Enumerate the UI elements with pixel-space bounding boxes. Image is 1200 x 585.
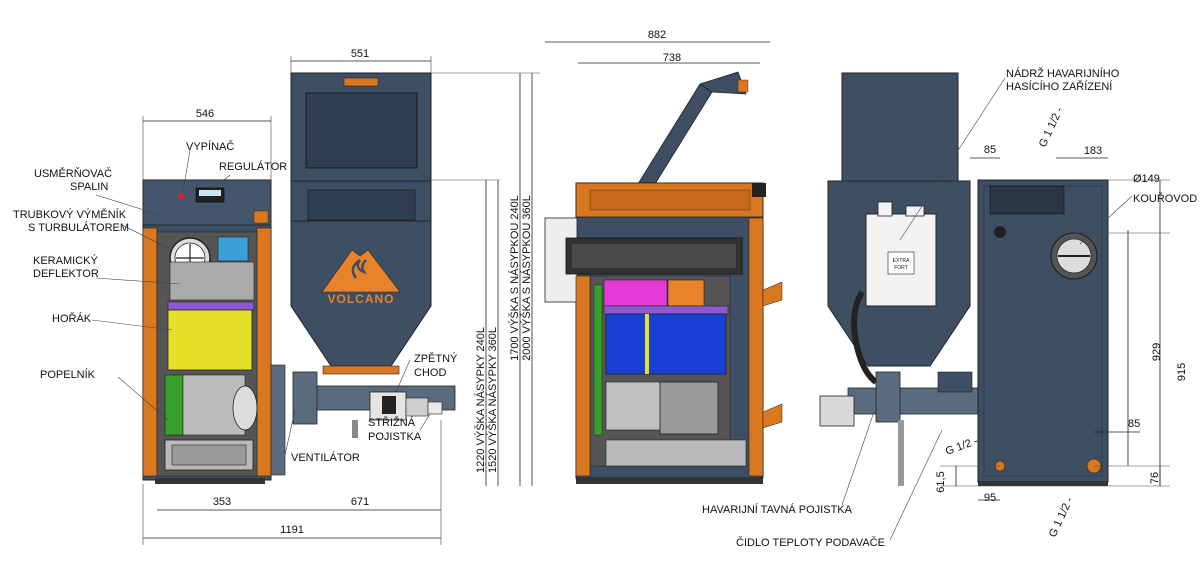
dim-149: Ø149	[1133, 173, 1160, 185]
dim-g-top: G 1 1/2 -	[1037, 105, 1066, 149]
label-kourovod: KOUŘOVOD	[1133, 192, 1197, 205]
label-nadrz-2: HASÍCÍHO ZAŘÍZENÍ	[1006, 80, 1113, 93]
label-usmernovac-2: SPALIN	[70, 181, 108, 193]
label-regulator: REGULÁTOR	[219, 160, 287, 173]
label-zpetny-2: CHOD	[414, 367, 446, 379]
label-havarijni: HAVARIJNÍ TAVNÁ POJISTKA	[702, 503, 853, 516]
dim-551: 551	[351, 48, 369, 60]
dim-1191: 1191	[280, 524, 304, 536]
side-section-view	[544, 71, 783, 484]
front-section-view	[142, 179, 286, 484]
dim-915: 915	[1176, 363, 1188, 381]
dim-353: 353	[213, 496, 231, 508]
label-strizna-1: STŘIŽNÁ	[368, 416, 416, 429]
vlabel-1220: 1220 VÝŠKA NÁSYPKY 240L	[474, 327, 487, 473]
rear-boiler-view	[977, 179, 1109, 486]
dim-g-half: G 1/2 -	[944, 435, 980, 458]
brand-logo-text: VOLCANO	[328, 292, 395, 306]
dim-g-bottom: G 1 1/2 -	[1047, 495, 1076, 539]
label-zpetny-1: ZPĚTNÝ	[414, 352, 458, 365]
leader-lines	[91, 77, 1133, 541]
label-strizna-2: POJISTKA	[368, 431, 422, 443]
label-popelnik: POPELNÍK	[40, 368, 96, 381]
label-keramicky-2: DEFLEKTOR	[33, 268, 99, 280]
dim-882: 882	[648, 29, 666, 41]
dim-76: 76	[1149, 472, 1161, 484]
label-nadrz-1: NÁDRŽ HAVARIJNÍHO	[1006, 67, 1120, 80]
dimension-lines	[142, 41, 1170, 545]
dim-61-5: 61,5	[935, 471, 947, 492]
extra-fort-line1: EXTRA	[893, 258, 910, 264]
label-horak: HOŘÁK	[52, 312, 92, 325]
rear-hopper-view: EXTRA FORT	[819, 72, 979, 486]
label-keramicky-1: KERAMICKÝ	[33, 254, 98, 267]
dimension-values: 546 551 882 738 353 671 1191 85 183 Ø149…	[196, 29, 1160, 536]
label-cidlo: ČIDLO TEPLOTY PODAVAČE	[736, 536, 885, 549]
dim-546: 546	[196, 108, 214, 120]
label-ventilator: VENTILÁTOR	[291, 451, 360, 464]
vlabel-2000: 2000 VÝŠKA S NÁSYPKOU 360L	[520, 195, 533, 361]
vlabel-1520: 1520 VÝŠKA NÁSYPKY 360L	[486, 327, 499, 473]
label-vypinac: VYPÍNAČ	[186, 140, 234, 153]
labels: USMĚRŇOVAČ SPALIN VYPÍNAČ REGULÁTOR TRUB…	[13, 67, 1197, 549]
extra-fort-line2: FORT	[894, 265, 908, 271]
dim-738: 738	[663, 52, 681, 64]
vlabel-1700: 1700 VÝŠKA S NÁSYPKOU 240L	[508, 195, 521, 361]
dim-85-right: 85	[1128, 418, 1140, 430]
label-trubkovy-1: TRUBKOVÝ VÝMĚNÍK	[13, 208, 127, 221]
label-usmernovac-1: USMĚRŇOVAČ	[34, 167, 112, 180]
dim-183: 183	[1084, 145, 1102, 157]
dim-671: 671	[351, 496, 369, 508]
dim-95: 95	[984, 492, 996, 504]
label-trubkovy-2: S TURBULÁTOREM	[28, 221, 129, 234]
dim-85-top: 85	[984, 144, 996, 156]
hopper-side-view: VOLCANO	[290, 72, 456, 438]
dim-929: 929	[1151, 343, 1163, 361]
